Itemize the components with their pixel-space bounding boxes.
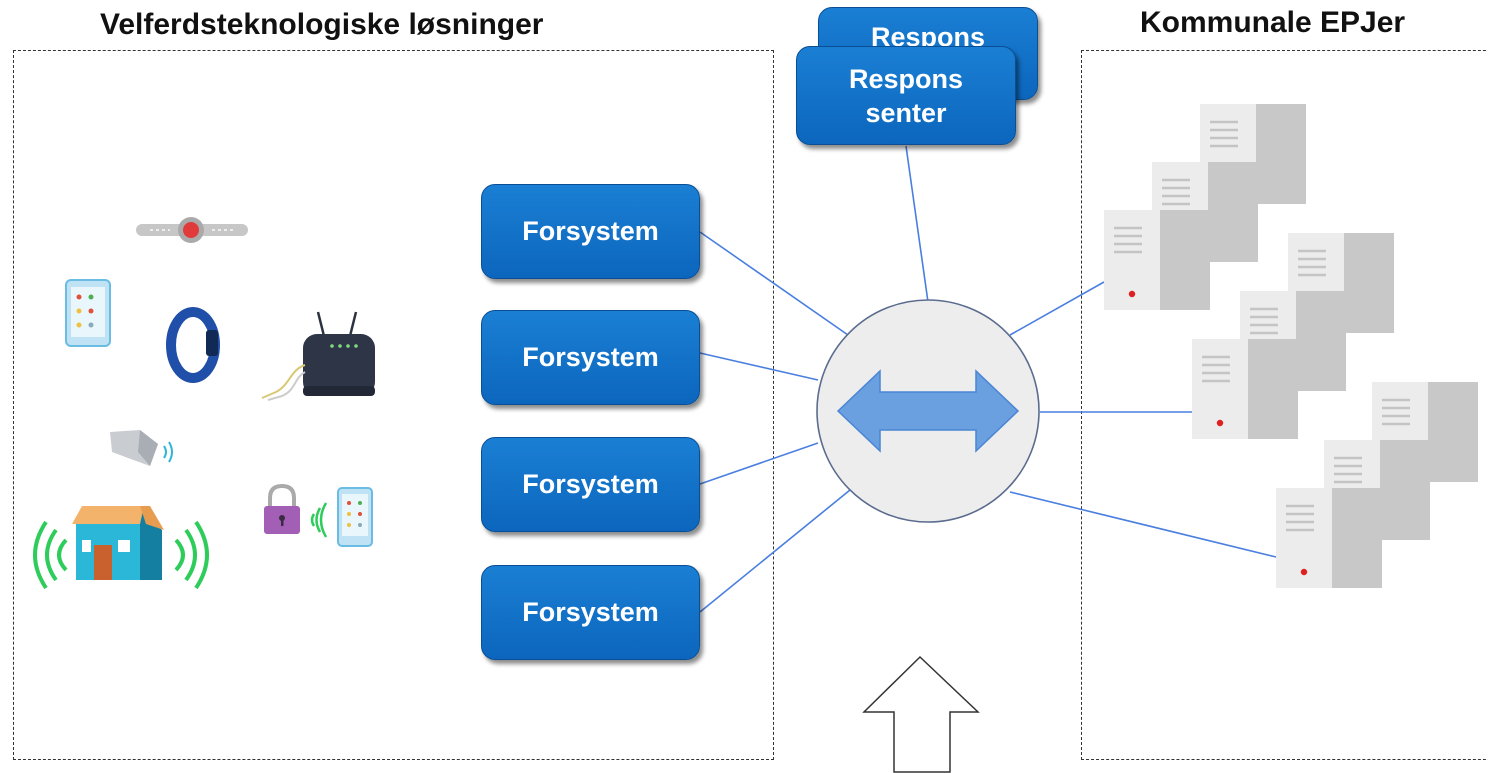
forsystem-button-2[interactable]: Forsystem (481, 310, 700, 405)
left-region-title: Velferdsteknologiske løsninger (100, 8, 544, 41)
forsystem-button-4[interactable]: Forsystem (481, 565, 700, 660)
connector-forsystem-4 (699, 489, 851, 613)
forsystem-button-3[interactable]: Forsystem (481, 437, 700, 532)
up-arrow-icon (862, 655, 980, 773)
server-stack-icon (1192, 233, 1394, 439)
response-center-label-line1: Respons (848, 63, 964, 94)
connector-epj-1 (1009, 281, 1105, 336)
connector-forsystem-3 (699, 442, 819, 485)
forsystem-label: Forsystem (522, 469, 659, 499)
server-tower-icon (1192, 339, 1298, 439)
connector-forsystem-1 (699, 231, 849, 336)
server-tower-icon (1104, 210, 1210, 310)
right-region-title: Kommunale EPJer (1140, 6, 1406, 39)
router-icon (261, 311, 375, 401)
server-tower-icon (1276, 488, 1382, 588)
fitness-band-icon (166, 307, 220, 383)
bidirectional-arrow-icon (836, 369, 1020, 453)
connector-forsystem-2 (699, 352, 819, 381)
forsystem-label: Forsystem (522, 216, 659, 246)
response-center-button[interactable]: Respons senter (796, 46, 1016, 145)
response-center-label-line2: senter (865, 97, 947, 128)
forsystem-label: Forsystem (522, 597, 659, 627)
forsystem-label: Forsystem (522, 342, 659, 372)
connector-lines (699, 145, 1277, 613)
forsystem-button-1[interactable]: Forsystem (481, 184, 700, 279)
server-stack-icon (1276, 382, 1478, 588)
sensor-icon (110, 430, 173, 466)
welfare-tech-region (13, 50, 774, 760)
smart-house-icon (33, 506, 209, 590)
integration-hub (816, 299, 1040, 523)
smart-lock-icon (264, 483, 373, 547)
connector-response-center (905, 145, 929, 303)
epj-region (1081, 50, 1488, 760)
tablet-icon (65, 279, 111, 347)
server-stack-icon (1104, 104, 1306, 310)
connector-epj-3 (1009, 491, 1277, 558)
panic-button-icon (136, 217, 248, 243)
